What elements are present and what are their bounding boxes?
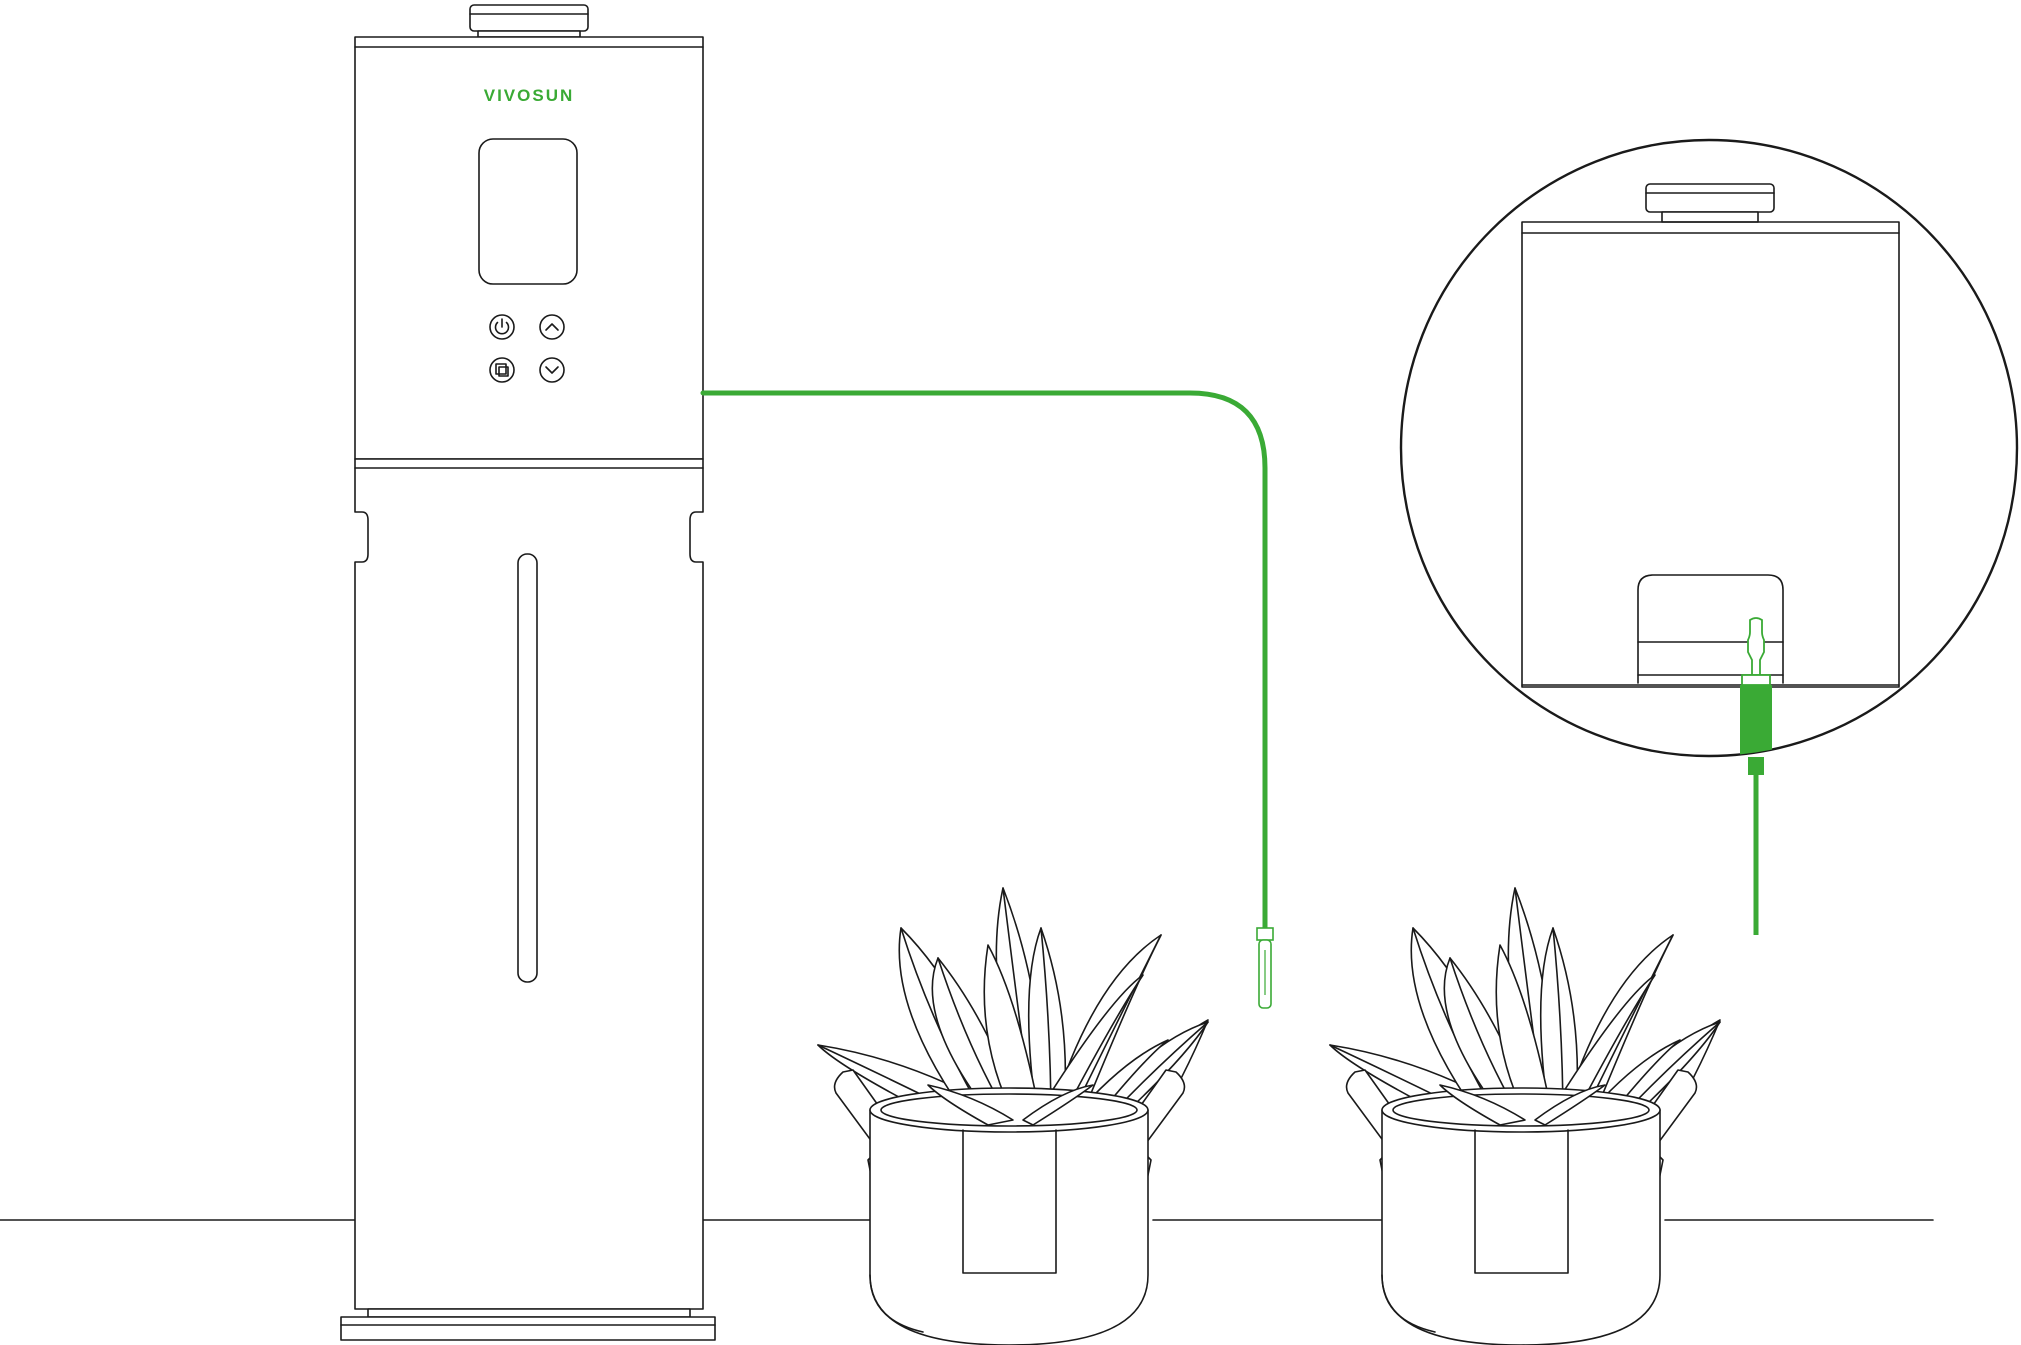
power-icon bbox=[494, 318, 510, 335]
mode-button[interactable] bbox=[489, 357, 515, 383]
brand-logo: VIVOSUN bbox=[484, 86, 575, 105]
mode-icon bbox=[495, 363, 509, 377]
potted-plant-left bbox=[817, 887, 1209, 1345]
humidifier-water-tank bbox=[354, 458, 704, 1310]
humidity-sensor-probe bbox=[1256, 927, 1274, 1009]
chevron-up-icon bbox=[545, 323, 559, 331]
potted-plant-right bbox=[1329, 887, 1721, 1345]
display-screen bbox=[478, 138, 578, 285]
water-level-window bbox=[517, 553, 538, 983]
power-button[interactable] bbox=[489, 314, 515, 340]
sensor-port-closeup bbox=[1399, 138, 2019, 935]
humidifier-base bbox=[340, 1308, 716, 1341]
sensor-cable bbox=[700, 390, 1274, 1009]
humidifier: VIVOSUN bbox=[340, 4, 716, 1341]
down-button[interactable] bbox=[539, 357, 565, 383]
sensor-jack bbox=[1740, 617, 1772, 756]
humidifier-upper-body bbox=[354, 36, 704, 460]
chevron-down-icon bbox=[545, 366, 559, 374]
up-button[interactable] bbox=[539, 314, 565, 340]
humidifier-top-cap bbox=[469, 4, 589, 38]
